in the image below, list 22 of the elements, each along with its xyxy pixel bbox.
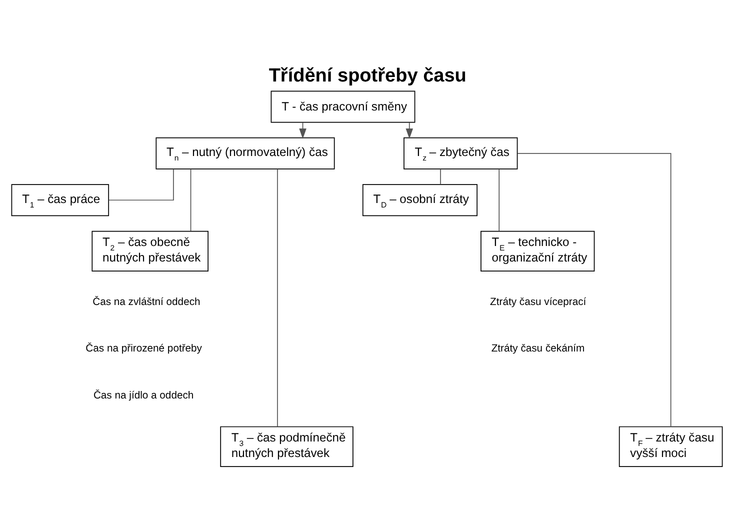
node-box: T$_{z}$ – zbytečný čas <box>404 136 518 169</box>
node-box: T$_{n}$ – nutný (normovatelný) čas <box>156 136 335 169</box>
connector <box>277 168 278 427</box>
node-box: T$_{E}$ – technicko - organizační ztráty <box>480 230 595 271</box>
connector <box>190 168 192 232</box>
label: Ztráty času víceprací <box>490 296 586 308</box>
label: Ztráty času čekáním <box>491 343 585 354</box>
node-box: T$_{3}$ – čas podmínečně nutných přestávek <box>220 426 354 466</box>
node-box: T$_{F}$ – ztráty času vyšší moci <box>618 426 723 466</box>
node-box: T$_{D}$ – osobní ztráty <box>362 184 478 216</box>
connector <box>108 168 174 200</box>
connector <box>517 152 672 427</box>
label: Čas na zvláštní oddech <box>92 296 200 308</box>
label: Čas na přirozené potřeby <box>86 343 202 354</box>
node-box: T$_{1}$ – čas práce <box>11 184 110 216</box>
node-box: T - čas pracovní směny <box>270 90 416 122</box>
connector <box>498 168 500 232</box>
connector <box>440 168 441 184</box>
node-box: T$_{2}$ – čas obecně nutných přestávek <box>92 230 208 271</box>
label: Čas na jídlo a oddech <box>93 390 194 401</box>
arrow <box>406 122 414 138</box>
diagram-title: Třídění spotřeby času <box>268 64 466 86</box>
